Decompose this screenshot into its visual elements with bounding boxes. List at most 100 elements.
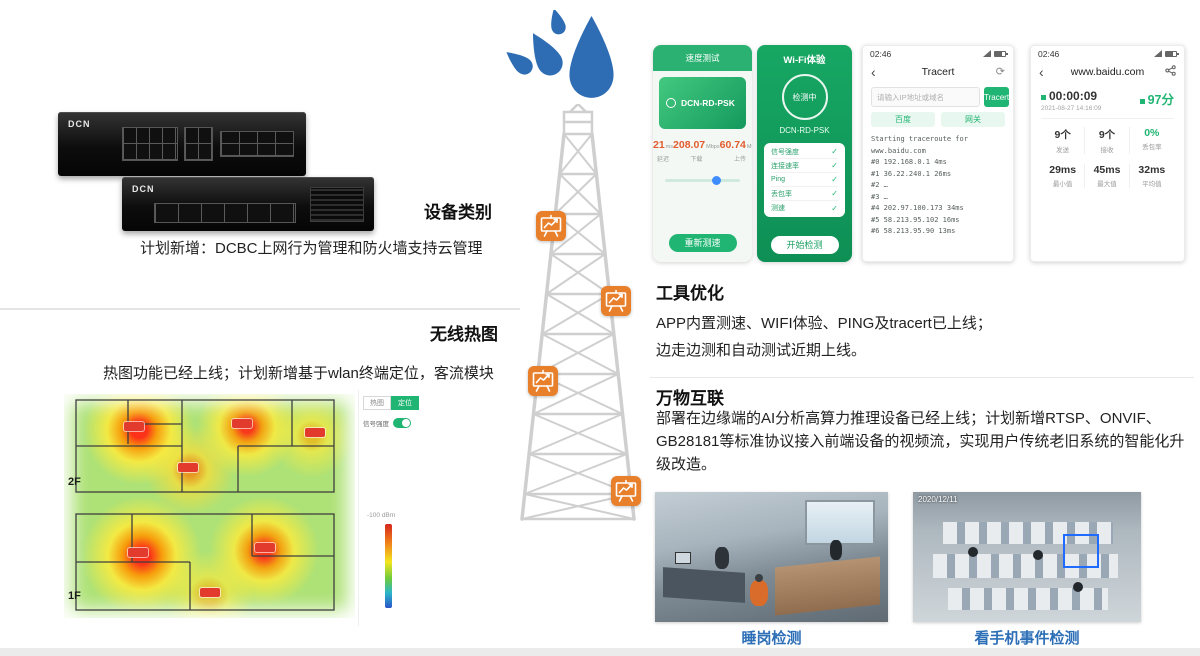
signal-toggle-row: 信号强度	[363, 418, 411, 428]
wireless-heatmap-image: 2F 1F 热图 定位 信号强度 -100 dBm	[62, 390, 422, 626]
retest-button[interactable]: 重新测速	[668, 234, 737, 252]
right-section-divider	[650, 377, 1194, 378]
output-line: #4 202.97.100.173 34ms	[871, 204, 964, 212]
person-figure	[968, 547, 978, 557]
phone-screenshot-tracert: 02:46 ‹ Tracert ⟳ Tracert 百度 网关 Starting…	[862, 45, 1014, 262]
check-row: 丢包率✓	[771, 187, 838, 201]
output-line: #2 …	[871, 181, 888, 189]
status-bar: 02:46	[1031, 46, 1184, 61]
milestone-chart-icon	[611, 476, 641, 506]
result-datetime: 2021-08-27 14:16:09	[1041, 105, 1102, 112]
detect-progress-circle: 检测中	[781, 74, 828, 120]
signal-toggle-switch[interactable]	[393, 418, 411, 428]
share-icon[interactable]	[1165, 65, 1176, 79]
ap-marker	[178, 463, 198, 472]
camera-timestamp: 2020/12/11	[918, 495, 958, 504]
tag-baidu[interactable]: 百度	[871, 112, 935, 127]
output-line: #6 58.213.95.90 13ms	[871, 227, 956, 235]
tracert-title: Tracert	[921, 66, 955, 78]
milestone-chart-icon	[528, 366, 558, 396]
wifi-icon	[666, 98, 676, 108]
device-section-desc: 计划新增：DCBC上网行为管理和防火墙支持云管理	[140, 240, 483, 257]
output-line: #1 36.22.240.1 26ms	[871, 169, 952, 178]
tools-section-title: 工具优化	[656, 284, 724, 303]
person-figure	[1073, 582, 1083, 592]
ssid-label: DCN-RD-PSK	[779, 126, 830, 135]
back-icon[interactable]: ‹	[871, 64, 876, 80]
floor-label-1f: 1F	[68, 590, 81, 602]
ap-marker	[124, 422, 144, 431]
network-device-image-2: DCN	[122, 177, 374, 231]
wifi-check-list: 信号强度✓ 连接速率✓ Ping✓ 丢包率✓ 测速✓	[764, 143, 845, 217]
tools-line2: 边走边测和自动测试近期上线。	[656, 342, 867, 359]
check-icon: ✓	[831, 189, 838, 198]
output-line: #0 192.168.0.1 4ms	[871, 158, 947, 166]
check-row: 测速✓	[771, 203, 838, 213]
caption-phone-detection: 看手机事件检测	[974, 630, 1080, 647]
speedtest-stats: 21ms 延迟 208.07Mbps 下载 60.74Mbps 上传	[653, 135, 752, 163]
monitor	[675, 552, 691, 564]
device1-rj45-ports	[122, 127, 178, 161]
ssid-label: DCN-RD-PSK	[681, 98, 735, 108]
green-marker	[1139, 99, 1145, 104]
grid-cell: 9个发送	[1041, 127, 1086, 154]
phone-screenshot-wifi-experience: Wi-Fi体验 检测中 DCN-RD-PSK 信号强度✓ 连接速率✓ Ping✓…	[757, 45, 852, 262]
dbm-color-scale	[385, 524, 392, 608]
slide-footer-bar	[0, 648, 1200, 656]
check-row: 连接速率✓	[771, 159, 838, 173]
tracert-input[interactable]	[871, 87, 980, 107]
device1-uplink-ports	[184, 127, 213, 161]
device1-brand-label: DCN	[68, 119, 91, 129]
ap-marker	[232, 419, 252, 428]
tab-location[interactable]: 定位	[391, 396, 419, 410]
start-detect-button[interactable]: 开始检测	[770, 236, 839, 254]
signal-icon	[983, 50, 991, 57]
speedtest-header: 速度测试	[653, 45, 752, 71]
signal-toggle-label: 信号强度	[363, 421, 389, 428]
heatmap-section-title: 无线热图	[430, 325, 498, 344]
device2-vent-grille	[310, 187, 364, 222]
surveillance-image-phone-detection: 2020/12/11	[913, 492, 1141, 622]
left-section-divider	[0, 308, 520, 310]
grid-cell: 0%丢包率	[1142, 127, 1162, 151]
result-summary: 00:00:09 2021-08-27 14:16:09 97分	[1041, 89, 1174, 119]
refresh-icon[interactable]: ⟳	[995, 65, 1005, 78]
device-section-title: 设备类别	[424, 203, 492, 222]
check-icon: ✓	[831, 203, 838, 213]
person-figure	[830, 540, 842, 560]
milestone-chart-icon	[536, 211, 566, 241]
dbm-scale-label: -100 dBm	[367, 512, 396, 519]
battery-icon	[994, 50, 1008, 57]
stat-download: 208.07Mbps 下载	[673, 139, 720, 163]
surveillance-image-sleep-detection	[655, 492, 888, 622]
ap-marker	[305, 428, 325, 437]
output-line: #5 58.213.95.102 16ms	[871, 215, 960, 224]
check-row: 信号强度✓	[771, 145, 838, 159]
back-icon[interactable]: ‹	[1039, 64, 1044, 80]
stat-latency: 21ms 延迟	[653, 139, 674, 163]
score-block: 97分	[1139, 89, 1174, 108]
tag-gateway[interactable]: 网关	[941, 112, 1005, 127]
device2-brand-label: DCN	[132, 184, 155, 194]
speed-slider[interactable]	[665, 176, 740, 185]
heatmap-floorplan: 2F 1F	[62, 390, 358, 626]
stat-upload: 60.74Mbps 上传	[719, 139, 752, 163]
caption-sleep-detection: 睡岗检测	[741, 630, 802, 647]
slider-knob[interactable]	[711, 176, 721, 185]
phone-screenshot-tracert-result: 02:46 ‹ www.baidu.com 00:00:09 2021-08-2…	[1030, 45, 1185, 262]
iot-section-desc: 部署在边缘端的AI分析高算力推理设备已经上线；计划新增RTSP、ONVIF、GB…	[656, 410, 1185, 473]
wifi-network-card[interactable]: DCN-RD-PSK	[659, 77, 746, 129]
milestone-chart-icon	[601, 286, 631, 316]
ap-marker	[128, 548, 148, 557]
person-figure	[1033, 550, 1043, 560]
desk-row	[943, 522, 1113, 544]
tab-heatmap[interactable]: 热图	[363, 396, 391, 410]
tracert-run-button[interactable]: Tracert	[984, 87, 1010, 107]
signal-icon	[1154, 50, 1162, 57]
result-host-title: www.baidu.com	[1070, 66, 1145, 78]
iot-section-title: 万物互联	[656, 389, 724, 408]
office-window	[805, 500, 875, 545]
